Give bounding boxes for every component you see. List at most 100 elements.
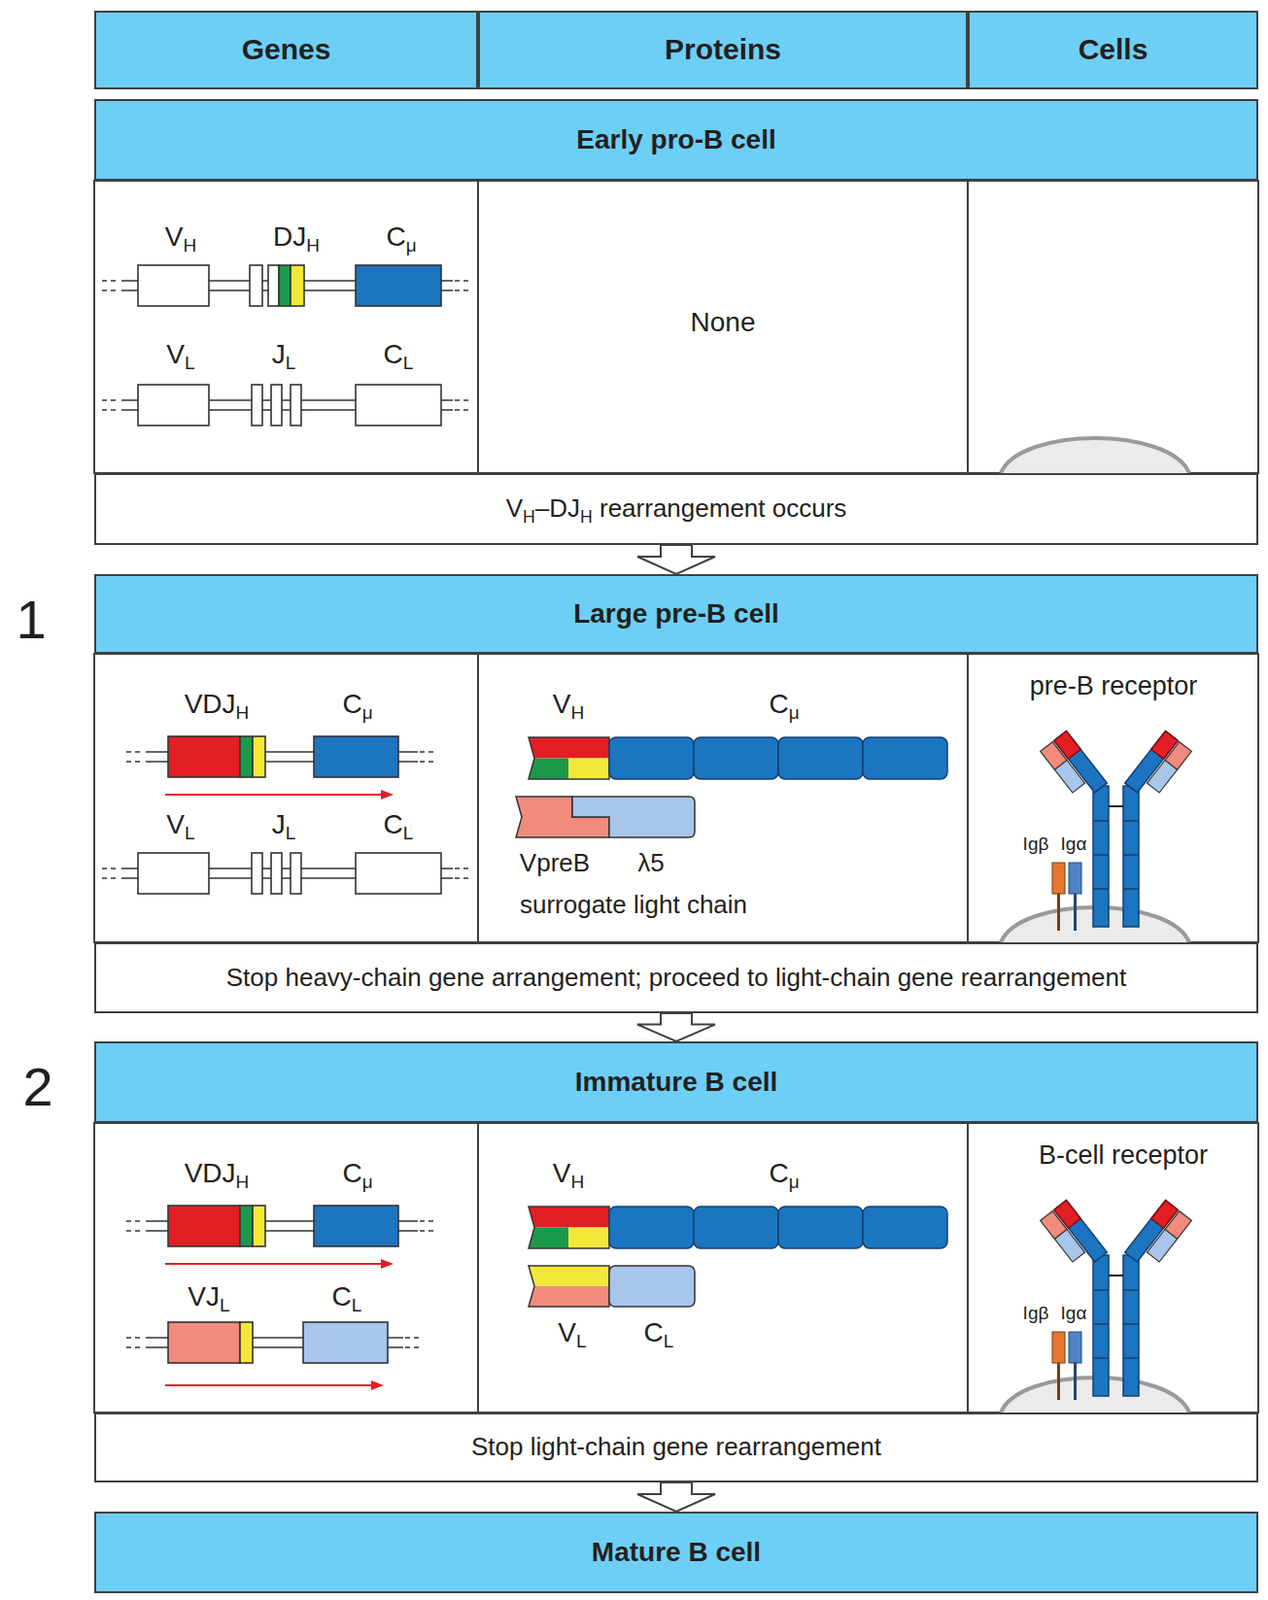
transcription-arrow [165, 1263, 386, 1266]
subscript: L [576, 1331, 587, 1352]
gene-segment [278, 265, 291, 307]
text-run: C [644, 1317, 664, 1348]
text-run: J [272, 809, 286, 840]
subscript: L [184, 822, 196, 844]
ig-beta [1052, 862, 1065, 894]
column-divider [477, 180, 480, 474]
dna-strand-end [405, 1336, 423, 1339]
subscript: H [236, 702, 250, 723]
text-run: Igβ [1023, 1302, 1050, 1324]
gene-label: CL [383, 340, 414, 371]
subscript: H [570, 1171, 584, 1193]
light-variable [528, 1266, 610, 1287]
text-run: C [342, 1158, 362, 1189]
subscript: H [236, 1171, 250, 1193]
gene-segment [303, 1322, 388, 1364]
stage-band-text: Immature B cell [565, 1066, 789, 1098]
text-run: C [768, 1158, 789, 1189]
step-box-text: VH–DJH rearrangement occurs [496, 494, 857, 524]
domain-boundary [1123, 820, 1139, 823]
gene-segment [137, 384, 209, 426]
constant-domain [609, 1206, 694, 1249]
column-divider [477, 1123, 480, 1413]
subscript: L [219, 1295, 231, 1316]
domain-boundary [1123, 1289, 1139, 1292]
step-box-text: Stop heavy-chain gene arrangement; proce… [216, 963, 1136, 994]
gene-segment [251, 384, 263, 426]
constant-domain [778, 737, 863, 780]
j-region [568, 758, 610, 781]
dna-strand-end [102, 289, 120, 292]
subscript: L [403, 352, 414, 374]
text-run: V [166, 809, 185, 840]
gene-segment [271, 384, 282, 426]
arrowhead [380, 789, 394, 800]
domain-boundary [1123, 888, 1139, 891]
dna-strand-end [454, 289, 473, 292]
stage-panel [94, 1123, 1259, 1413]
light-constant [609, 1266, 695, 1307]
subscript: μ [788, 702, 800, 723]
text-run: V [552, 688, 572, 720]
d-region [528, 758, 569, 781]
gene-label: Cμ [342, 1159, 373, 1190]
dna-strand-end [454, 279, 473, 282]
gene-label: Cμ [342, 689, 373, 720]
subscript: H [182, 235, 197, 256]
subscript: μ [788, 1171, 800, 1193]
domain-boundary [1093, 854, 1109, 857]
subscript: H [522, 507, 536, 527]
gene-segment [252, 736, 266, 778]
dna-strand-end [454, 399, 473, 402]
gene-label: VL [166, 810, 195, 841]
gene-label: VDJH [184, 1159, 250, 1190]
constant-domain [693, 737, 779, 780]
receptor-figure [1040, 730, 1193, 931]
j-region [568, 1228, 610, 1250]
subscript: H [570, 702, 584, 723]
arrowhead [380, 1259, 394, 1269]
gene-segment [355, 384, 442, 426]
text-run: B-cell receptor [1038, 1140, 1208, 1170]
receptor-arm [1040, 730, 1108, 804]
domain-boundary [1093, 888, 1109, 891]
text-run: λ5 [637, 848, 664, 878]
text-run: Igα [1061, 1302, 1088, 1324]
subscript: μ [406, 235, 417, 256]
stage-band: Mature B cell [94, 1511, 1259, 1594]
gene-segment [137, 265, 209, 307]
subscript: H [306, 235, 320, 256]
step-box: Stop heavy-chain gene arrangement; proce… [94, 942, 1259, 1014]
light-variable [528, 1286, 610, 1307]
gene-segment [355, 853, 442, 894]
gene-segment [137, 853, 209, 894]
dna-strand-end [454, 867, 473, 870]
protein-label: surrogate light chain [519, 891, 748, 920]
text-run: –DJ [535, 493, 581, 523]
column-divider [966, 653, 969, 943]
protein-label: VH [552, 1159, 584, 1190]
text-run: C [385, 221, 406, 252]
gene-label: VL [166, 340, 195, 371]
subscript: μ [362, 1171, 374, 1193]
gene-segment [168, 1322, 240, 1364]
text-run: V [552, 1158, 572, 1189]
gene-label: JL [272, 340, 297, 371]
gene-label: CL [383, 810, 414, 841]
dna-strand-end [126, 1336, 144, 1339]
constant-domain [693, 1206, 779, 1249]
column-header-text: Proteins [654, 33, 791, 68]
heavy-chain-stem [1123, 1255, 1139, 1397]
text-run: Large pre-B cell [573, 598, 780, 629]
column-divider [477, 653, 480, 943]
heavy-chain-stem [1093, 786, 1109, 927]
ig-alpha-tail [1073, 893, 1077, 931]
gene-segment [239, 1322, 253, 1364]
text-run: C [383, 809, 404, 840]
transition-arrow [637, 1013, 716, 1042]
stage-panel [94, 653, 1259, 943]
gene-label: VH [165, 222, 197, 253]
disulfide-bond [1108, 1274, 1124, 1277]
constant-domain [778, 1206, 863, 1249]
